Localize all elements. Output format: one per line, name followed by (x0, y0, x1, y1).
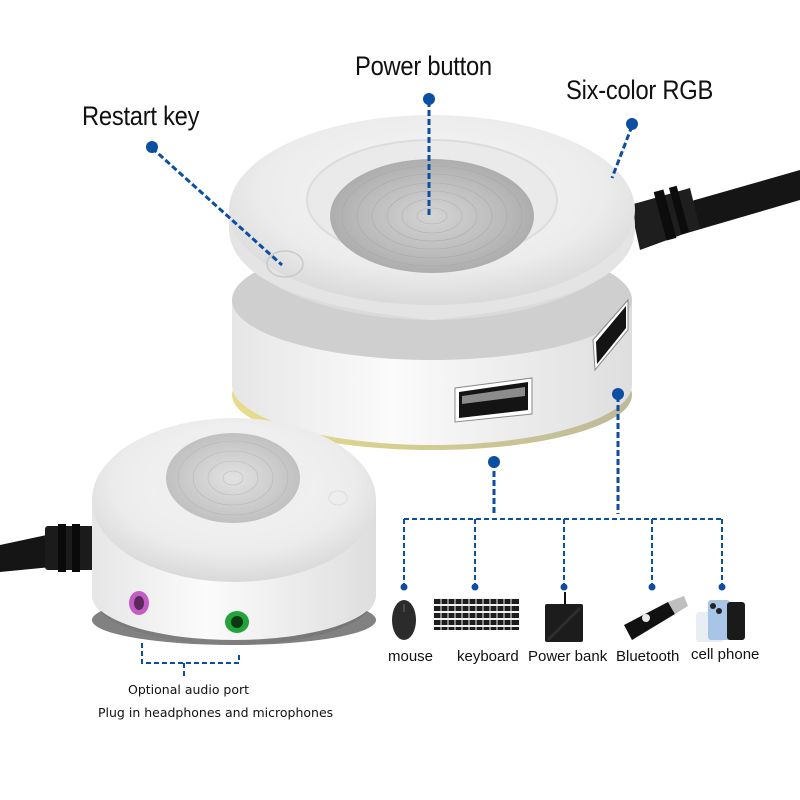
cell-phone-icon (696, 600, 745, 642)
restart-key[interactable] (266, 250, 304, 278)
power-button[interactable] (330, 159, 534, 273)
usb-cable-audio (0, 524, 97, 572)
callout-dots (146, 93, 726, 591)
usb-port-front (454, 377, 533, 423)
mouse-icon (392, 600, 416, 640)
audio-port-subtitle: Plug in headphones and microphones (98, 705, 334, 720)
device-label-bluetooth: Bluetooth (616, 648, 680, 665)
device-label-keyboard: keyboard (457, 648, 519, 665)
power-bank-icon (545, 592, 583, 642)
audio-puck (92, 418, 376, 645)
power-button-label: Power button (355, 51, 492, 81)
device-label-mouse: mouse (388, 648, 434, 665)
main-hub (229, 115, 635, 450)
usb-cable-main (630, 170, 800, 250)
usb-port-side (592, 298, 629, 372)
audio-port-title: Optional audio port (128, 682, 250, 697)
restart-key-label: Restart key (82, 101, 200, 131)
device-label-power-bank: Power bank (528, 648, 608, 665)
rgb-label: Six-color RGB (566, 75, 714, 105)
keyboard-icon (433, 598, 520, 630)
bluetooth-icon (624, 596, 688, 640)
device-tree-lines (141, 518, 723, 676)
callout-lines (150, 101, 634, 514)
device-label-cell-phone: cell phone (691, 646, 760, 663)
